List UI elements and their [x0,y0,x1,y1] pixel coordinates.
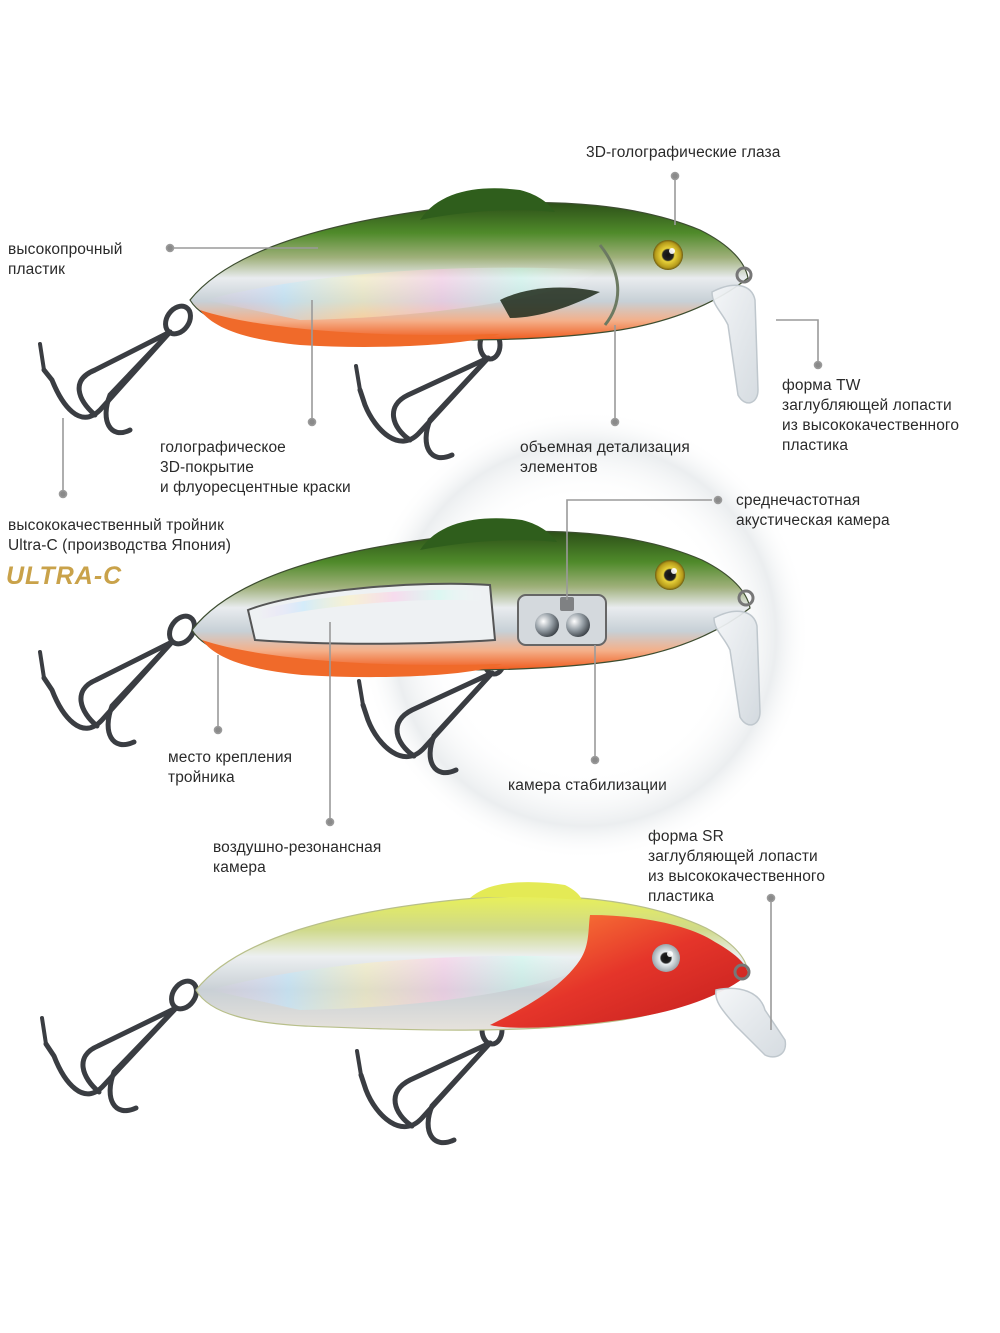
line-tie-2 [737,589,755,607]
lure-tw-green [38,188,759,460]
pectoral-fin [500,287,600,318]
gill-detail [598,244,620,326]
eye-3d-2 [655,560,685,590]
label-3d-detailing: объемная детализация элементов [520,439,690,476]
label-tw-lip: форма TW заглубляющей лопасти из высокок… [782,377,960,454]
label-air-resonance-chamber: воздушно-резонансная камера [213,839,382,876]
label-holographic-coating: голографическое 3D-покрытие и флуоресцен… [160,439,351,496]
lure-cutaway [38,518,761,776]
dorsal-ridge-2 [420,518,557,550]
belly-orange-2 [202,640,502,678]
acoustic-chamber [560,597,574,611]
line-tie-3 [733,963,751,981]
diving-lip-tw [711,284,759,404]
diving-lip-sr [715,987,787,1058]
steel-ball [566,613,590,637]
dorsal-ridge-3 [470,882,582,900]
dorsal-ridge [420,188,555,220]
diving-lip-tw-2 [713,610,761,726]
belly-treble-hook-3 [355,1013,505,1146]
rear-treble-hook-2 [38,613,197,747]
steel-ball [535,613,559,637]
label-sr-lip: форма SR заглубляющей лопасти из высокок… [648,828,826,905]
label-acoustic-chamber: среднечастотная акустическая камера [736,492,890,529]
rear-treble-hook [38,303,193,435]
red-head [490,915,748,1028]
lure-sr-lime [40,882,787,1146]
line-tie [735,266,753,284]
rear-treble-hook-3 [40,978,199,1113]
label-3d-eyes: 3D-голографические глаза [586,144,781,161]
ultra-c-logo: ULTRA-C [6,562,123,590]
label-hook-mount: место крепления тройника [168,749,293,786]
belly-treble-hook [354,328,503,460]
eye-3d-3 [652,944,680,972]
label-ultra-c-treble: высококачественный тройник Ultra-C (прои… [8,517,232,554]
label-stabilization-chamber: камера стабилизации [508,777,667,794]
belly-orange [200,310,500,347]
eye-3d [653,240,683,270]
leader-lines [58,171,823,1030]
holo-stripe [205,267,600,320]
label-high-strength-plastic: высокопрочный пластик [8,241,123,278]
holo-stripe-3 [210,955,600,1010]
